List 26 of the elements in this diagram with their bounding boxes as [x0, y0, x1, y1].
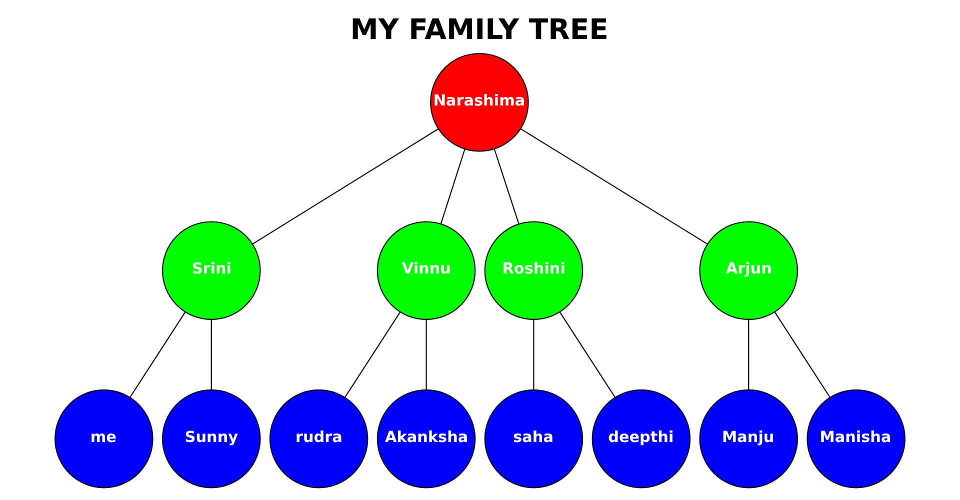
connector: [344, 312, 400, 398]
connector: [210, 319, 212, 390]
node-circle: Arjun: [699, 220, 798, 320]
connector: [560, 312, 616, 398]
node-circle: Manju: [699, 388, 798, 488]
node-circle: Akanksha: [376, 388, 476, 488]
connector: [748, 319, 750, 390]
connector: [520, 128, 708, 244]
connector: [774, 312, 830, 398]
connector: [494, 148, 520, 224]
node-circle: me: [54, 388, 154, 488]
diagram-title: MY FAMILY TREE: [350, 12, 608, 46]
connector: [440, 148, 466, 224]
node-circle: saha: [484, 388, 584, 488]
connector: [252, 128, 438, 244]
connector: [130, 312, 186, 398]
node-circle: Narashima: [430, 52, 529, 152]
node-circle: Sunny: [162, 388, 261, 488]
node-circle: Roshini: [484, 220, 584, 320]
node-circle: Manisha: [806, 388, 906, 488]
connector: [426, 319, 427, 390]
node-circle: deepthi: [592, 388, 691, 488]
node-circle: rudra: [269, 388, 368, 488]
node-circle: Srini: [162, 220, 261, 320]
connector: [533, 319, 534, 390]
node-circle: Vinnu: [376, 220, 476, 320]
